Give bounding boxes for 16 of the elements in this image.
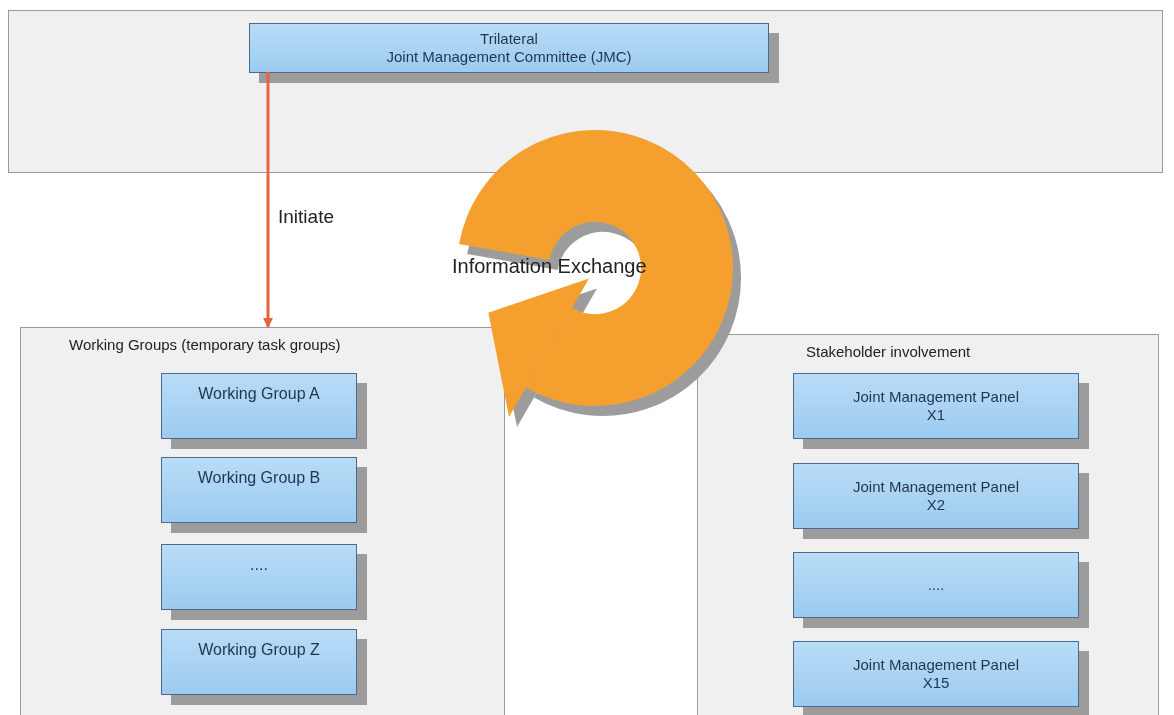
box-text: Joint Management Panel X15 — [852, 656, 1020, 692]
box-text: .... — [250, 555, 268, 575]
box-text: Joint Management Panel X1 — [852, 388, 1020, 424]
box-text: Trilateral — [480, 30, 538, 48]
box-text: Joint Management Panel X2 — [852, 478, 1020, 514]
box-text: .... — [927, 576, 945, 594]
group-panel — [697, 334, 1159, 715]
box-text: Working Group Z — [198, 640, 320, 660]
panel-title: Stakeholder involvement — [806, 343, 971, 360]
arrow — [263, 72, 273, 328]
panel-title: Working Groups (temporary task groups) — [69, 336, 341, 353]
box-text: Working Group B — [197, 468, 321, 488]
group-panel — [20, 327, 505, 715]
box-text: Joint Management Committee (JMC) — [386, 48, 632, 66]
box-text: Working Group A — [198, 384, 320, 404]
header-band — [8, 10, 1163, 173]
